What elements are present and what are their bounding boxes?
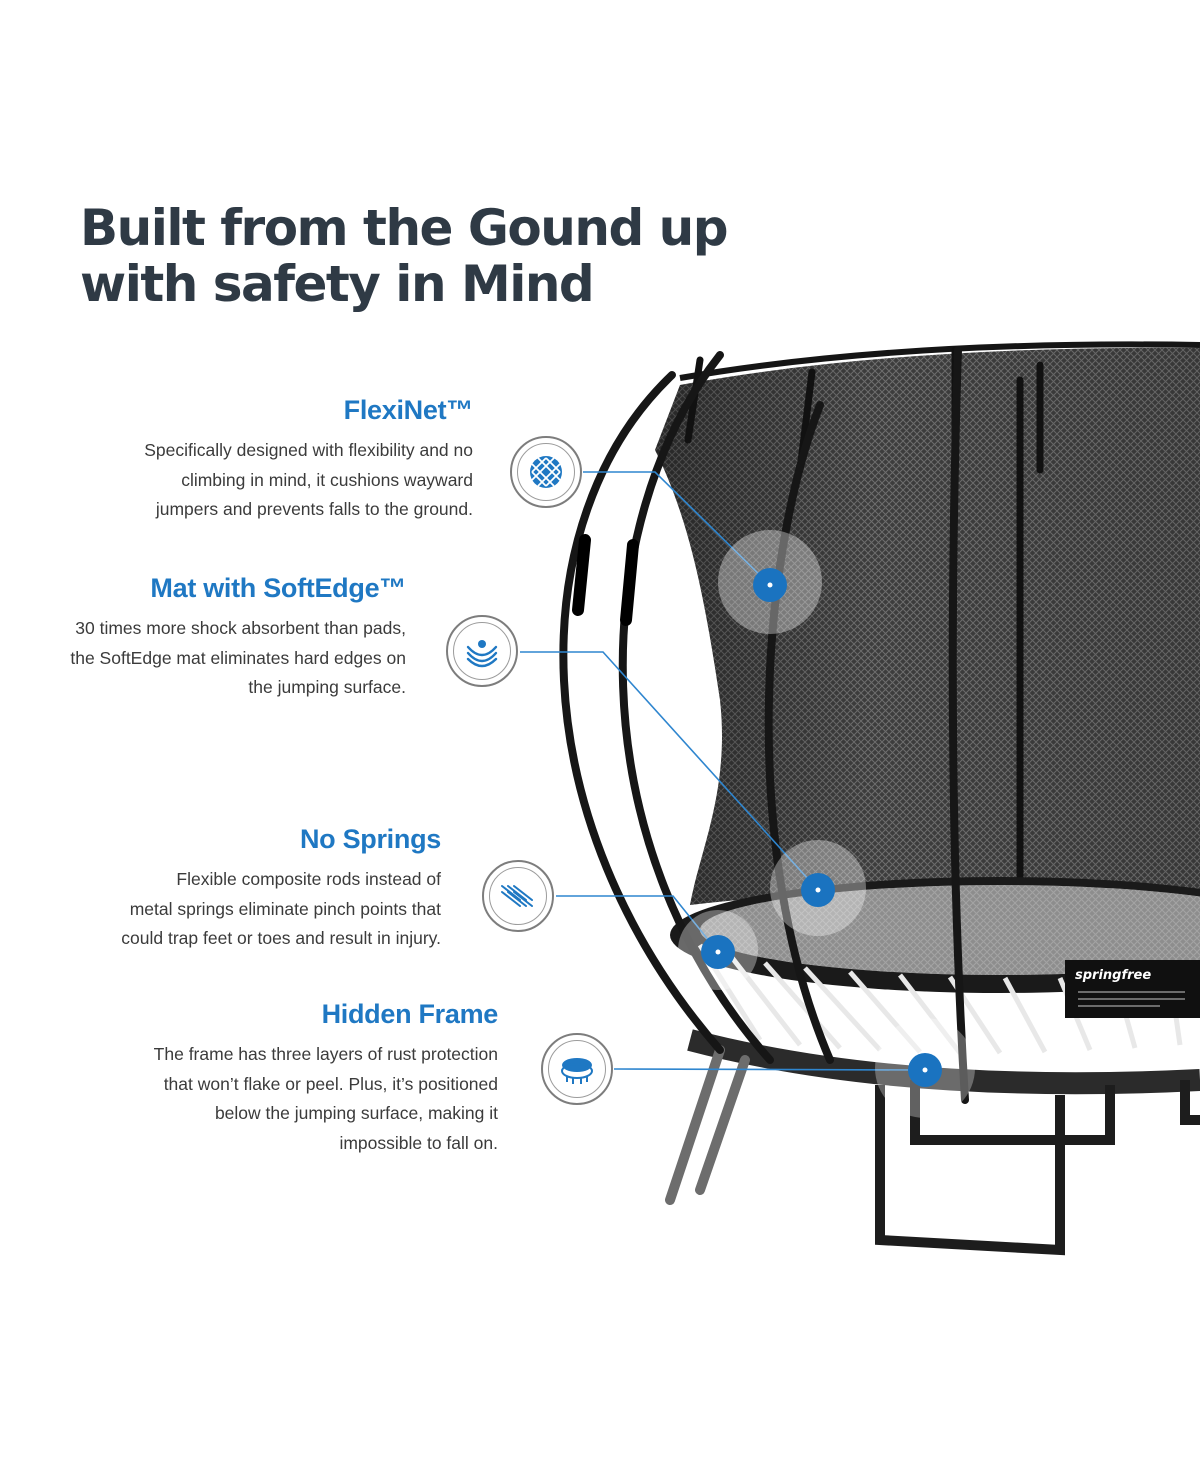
soft-edge-icon: [446, 615, 518, 687]
frame-icon: [541, 1033, 613, 1105]
rods-icon: [482, 860, 554, 932]
feature-description: Flexible composite rods instead of metal…: [121, 869, 441, 948]
frame-leader-line: [613, 1068, 926, 1071]
feature-title: FlexiNet™: [343, 395, 474, 425]
feature-no-springs: No Springs Flexible composite rods inste…: [21, 824, 441, 954]
feature-description: The frame has three layers of rust prote…: [153, 1044, 498, 1153]
title-line-2: with safety in Mind: [80, 255, 595, 313]
feature-flexinet: FlexiNet™ Specifically designed with fle…: [13, 395, 473, 525]
feature-softedge: Mat with SoftEdge™ 30 times more shock a…: [0, 573, 406, 703]
feature-hidden-frame: Hidden Frame The frame has three layers …: [58, 999, 499, 1158]
feature-title: Hidden Frame: [321, 999, 499, 1029]
flexinet-leader-line: [583, 471, 771, 586]
title-line-1: Built from the Gound up: [80, 199, 729, 257]
feature-title: Mat with SoftEdge™: [150, 573, 406, 603]
brand-logo: springfree: [1075, 968, 1151, 983]
brand-plate: [1065, 960, 1200, 1018]
feature-title: No Springs: [299, 824, 441, 854]
page-title: Built from the Gound up with safety in M…: [80, 200, 780, 312]
softedge-leader-line: [520, 651, 819, 891]
springs-leader-line: [556, 895, 719, 953]
net-mesh-icon: [510, 436, 582, 508]
callout-markers: [678, 530, 975, 1118]
feature-description: 30 times more shock absorbent than pads,…: [70, 618, 406, 697]
feature-description: Specifically designed with flexibility a…: [144, 440, 473, 519]
